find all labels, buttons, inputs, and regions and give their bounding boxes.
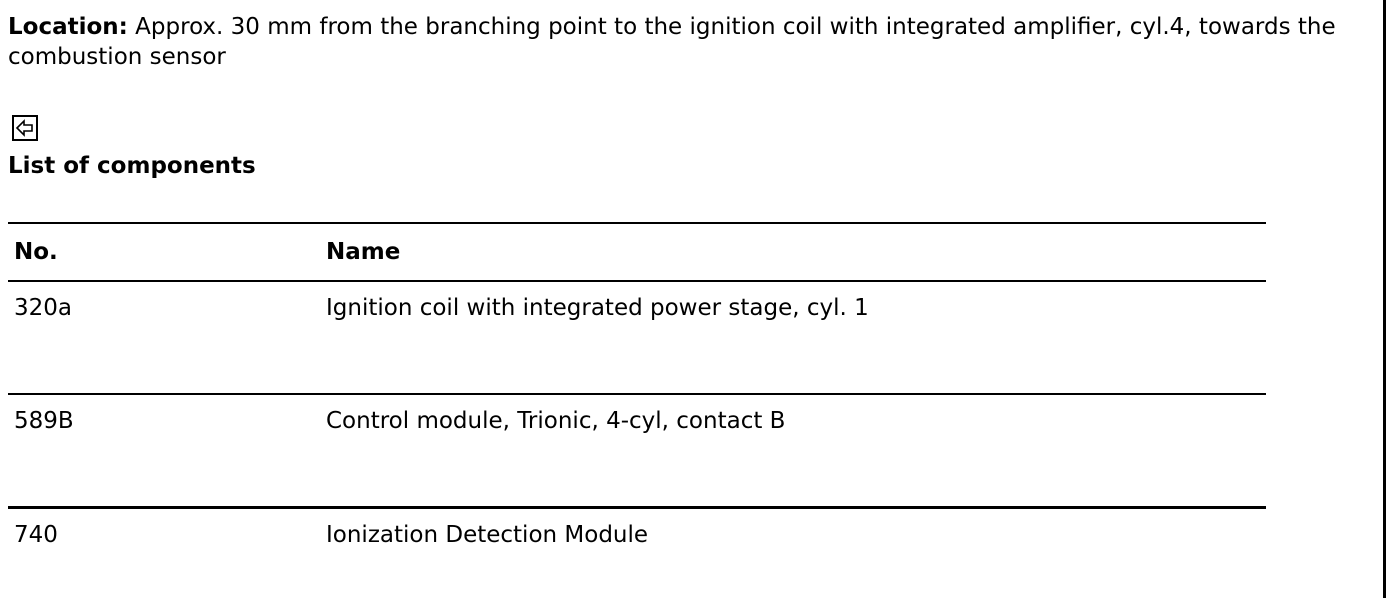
column-header-name: Name	[320, 222, 1266, 281]
components-heading: List of components	[8, 153, 256, 179]
location-label: Location:	[8, 14, 128, 40]
page-right-border	[1383, 0, 1386, 598]
component-name: Ignition coil with integrated power stag…	[320, 280, 1266, 394]
column-header-no: No.	[8, 222, 320, 281]
component-number: 589B	[8, 393, 320, 507]
back-arrow-icon[interactable]	[12, 115, 38, 141]
components-table: No. Name 320a Ignition coil with integra…	[8, 222, 1266, 577]
location-paragraph: Location: Approx. 30 mm from the branchi…	[8, 12, 1378, 72]
table-row: 589B Control module, Trionic, 4-cyl, con…	[8, 393, 1266, 507]
component-number: 740	[8, 505, 320, 577]
location-text: Approx. 30 mm from the branching point t…	[8, 14, 1336, 70]
component-name: Ionization Detection Module	[320, 505, 1266, 577]
component-name: Control module, Trionic, 4-cyl, contact …	[320, 393, 1266, 507]
table-header-row: No. Name	[8, 222, 1266, 281]
table-row: 320a Ignition coil with integrated power…	[8, 280, 1266, 394]
table-row: 740 Ionization Detection Module	[8, 505, 1266, 577]
component-number: 320a	[8, 280, 320, 394]
